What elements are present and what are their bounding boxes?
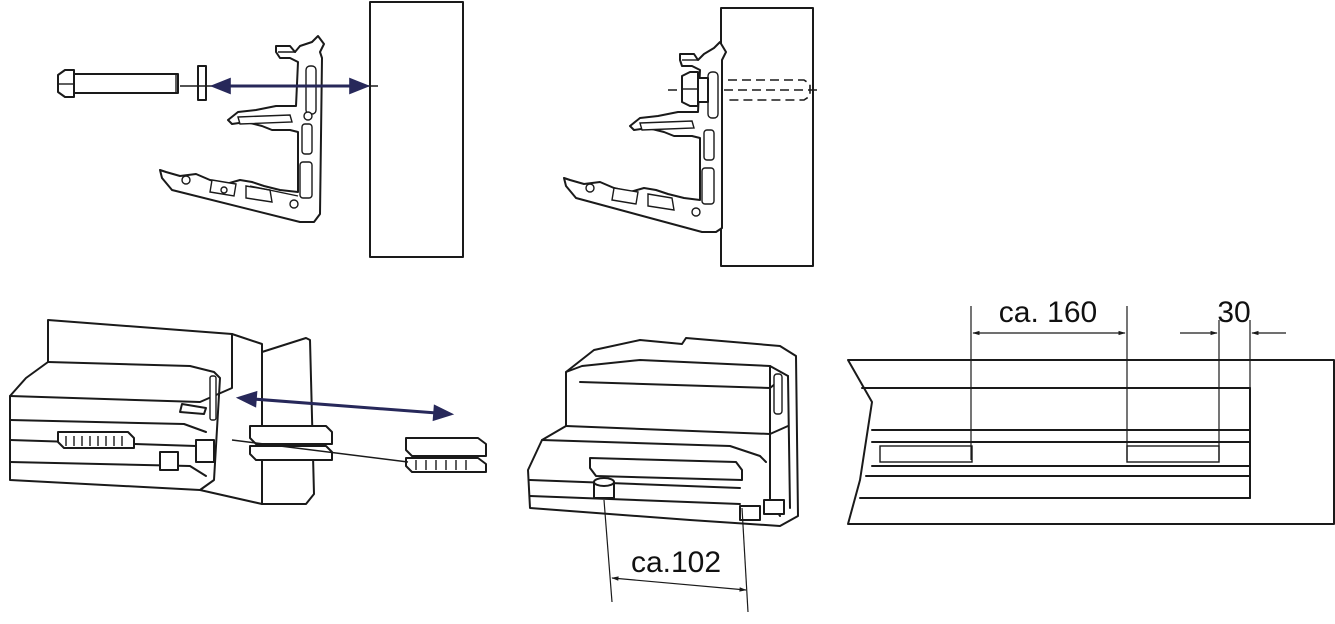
bolt-head <box>681 71 709 107</box>
connector-in-wall <box>249 425 333 461</box>
connector-in-profile <box>57 431 135 449</box>
connector-front-right <box>1126 445 1220 463</box>
step3-connector-insert <box>9 319 487 505</box>
edge-dimension-label: 30 <box>1217 296 1250 329</box>
wall-block <box>720 7 814 267</box>
wall-block <box>261 337 315 505</box>
washer <box>197 65 207 101</box>
step5-front-view: ca. 160 30 <box>847 296 1335 525</box>
bolt <box>57 69 179 98</box>
width-dimension-label: ca.102 <box>631 546 721 579</box>
dim-extension-left <box>603 499 613 603</box>
step2-bracket-fixed <box>563 7 818 267</box>
step4-profile-end: ca.102 <box>527 337 799 613</box>
wall-block <box>369 1 464 258</box>
loose-connector <box>405 437 487 473</box>
dim-line-width <box>611 576 747 592</box>
connector-axis-line <box>231 439 409 463</box>
dim-extension-right <box>741 507 749 613</box>
connector-front-left <box>879 445 973 463</box>
mounting-bracket <box>563 41 727 233</box>
sill-profile <box>9 319 263 505</box>
spacing-dimension-label: ca. 160 <box>999 296 1097 329</box>
insert-arrow <box>235 390 455 422</box>
connector-under-profile <box>589 457 743 481</box>
mounting-bracket <box>159 35 325 223</box>
end-stopper <box>593 477 615 499</box>
step1-bracket-mounting <box>57 1 464 258</box>
